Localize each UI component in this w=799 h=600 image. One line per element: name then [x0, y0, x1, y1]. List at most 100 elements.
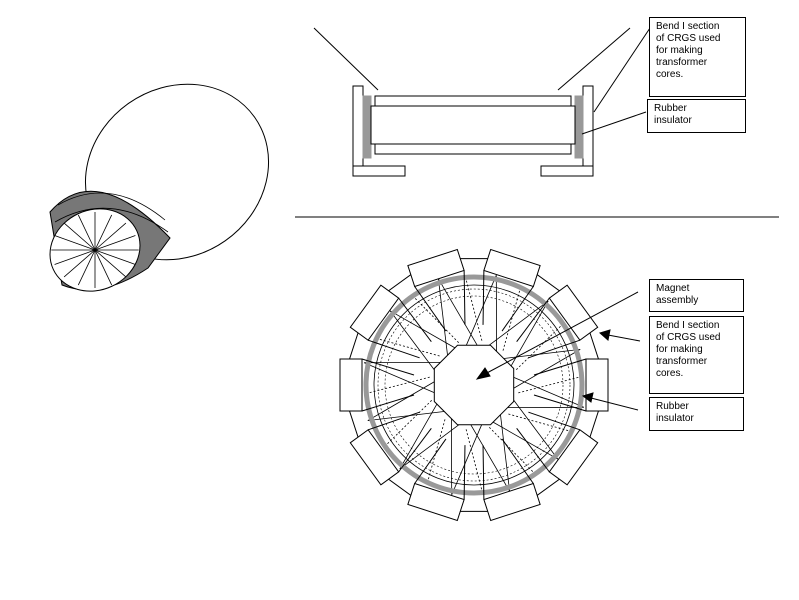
- core-edge: [533, 394, 587, 412]
- blade-outline: [506, 376, 584, 409]
- core-edge: [482, 445, 485, 500]
- label-line: insulator: [654, 115, 692, 126]
- side-view-lead-right: [557, 27, 631, 91]
- core-segment: [349, 411, 432, 486]
- bend-pointer: [607, 334, 641, 342]
- dotted-ring-outer: [377, 288, 571, 482]
- side-magnet-body: [370, 105, 576, 145]
- label-line: for making: [656, 45, 703, 56]
- core-segment: [349, 284, 432, 359]
- blade-outline: [491, 397, 559, 460]
- top-view-pointers: [475, 291, 641, 411]
- core-edge: [367, 339, 420, 359]
- perspective-wheel: [49, 190, 171, 292]
- side-left-foot: [352, 165, 406, 177]
- core-segment: [482, 248, 541, 332]
- side-right-insulator: [574, 95, 584, 159]
- side-right-bracket: [582, 85, 594, 167]
- label-rubber-side: Rubber insulator: [647, 99, 746, 133]
- core-block: [483, 482, 541, 522]
- core-edge: [414, 438, 447, 484]
- blade-dashed-edge: [489, 427, 534, 473]
- core-edge: [516, 428, 550, 473]
- side-left-bracket: [352, 85, 364, 167]
- core-segment: [516, 284, 599, 359]
- label-line: for making: [656, 344, 703, 355]
- label-bend-top: Bend I section of CRGS used for making t…: [649, 316, 744, 394]
- label-line: Bend I section: [656, 21, 720, 32]
- label-line: Rubber: [656, 401, 689, 412]
- blade-outline: [367, 381, 445, 421]
- dotted-ring-inner: [384, 295, 564, 475]
- blade-outline: [503, 349, 581, 389]
- blade-outline: [438, 278, 478, 356]
- core-edge: [501, 438, 534, 484]
- core-segment: [482, 438, 541, 522]
- side-left-insulator: [362, 95, 372, 159]
- core-edge: [398, 297, 432, 342]
- core-block: [548, 429, 599, 486]
- blade-outline: [470, 414, 510, 492]
- wheel-spoke: [77, 214, 96, 251]
- wheel-spoke: [54, 249, 96, 265]
- core-edge: [482, 270, 485, 325]
- label-line: insulator: [656, 413, 694, 424]
- label-line: cores.: [656, 69, 684, 80]
- inner-ring: [373, 284, 575, 486]
- wheel-spoke: [63, 249, 96, 278]
- wheel-rim-line: [54, 207, 169, 233]
- core-edge: [361, 394, 415, 412]
- wheel-spoke: [94, 249, 136, 265]
- side-right-foot: [540, 165, 594, 177]
- side-bend-pointer: [593, 27, 651, 113]
- rubber-pointer: [590, 397, 639, 411]
- side-magnet-top: [374, 95, 572, 107]
- top-view: [339, 248, 609, 522]
- label-line: Bend I section: [656, 320, 720, 331]
- core-segment: [533, 358, 609, 412]
- core-block: [349, 284, 400, 341]
- side-magnet-bottom: [374, 143, 572, 155]
- core-segment: [339, 358, 415, 412]
- blade-outline: [486, 300, 549, 368]
- core-edge: [528, 339, 581, 359]
- perspective-sketch: [49, 83, 270, 292]
- side-view-lead-left: [313, 27, 379, 91]
- core-block: [585, 358, 609, 412]
- side-view: [313, 27, 651, 177]
- label-magnet-top: Magnet assembly: [649, 279, 744, 312]
- core-segment: [407, 438, 466, 522]
- top-view-cores: [339, 248, 609, 522]
- side-rubber-pointer: [581, 111, 647, 135]
- label-line: cores.: [656, 368, 684, 379]
- wheel-spoke: [94, 214, 113, 251]
- wheel-spoke: [94, 235, 136, 251]
- core-edge: [516, 297, 550, 342]
- label-line: Magnet: [656, 283, 690, 294]
- core-segment: [407, 248, 466, 332]
- core-edge: [414, 286, 447, 332]
- insulator-ring: [363, 274, 585, 496]
- wheel-spoke: [94, 222, 127, 251]
- core-block: [407, 248, 465, 288]
- core-edge: [528, 411, 581, 431]
- wheel-spoke: [94, 249, 127, 278]
- blade-outline: [465, 275, 498, 353]
- label-line: of CRGS used: [656, 332, 721, 343]
- core-segment: [516, 411, 599, 486]
- core-block: [339, 358, 363, 412]
- label-bend-side: Bend I section of CRGS used for making t…: [649, 17, 746, 97]
- core-edge: [501, 286, 534, 332]
- label-line: transformer: [656, 356, 708, 367]
- bend-arrowhead: [598, 329, 611, 341]
- wheel-spoke: [94, 249, 113, 286]
- core-block: [407, 482, 465, 522]
- label-line: transformer: [656, 57, 708, 68]
- core-block: [483, 248, 541, 288]
- blade-outline: [450, 417, 483, 495]
- magnet-pointer: [484, 291, 639, 375]
- blade-outline: [389, 310, 457, 373]
- label-line: assembly: [656, 295, 699, 306]
- core-edge: [398, 428, 432, 473]
